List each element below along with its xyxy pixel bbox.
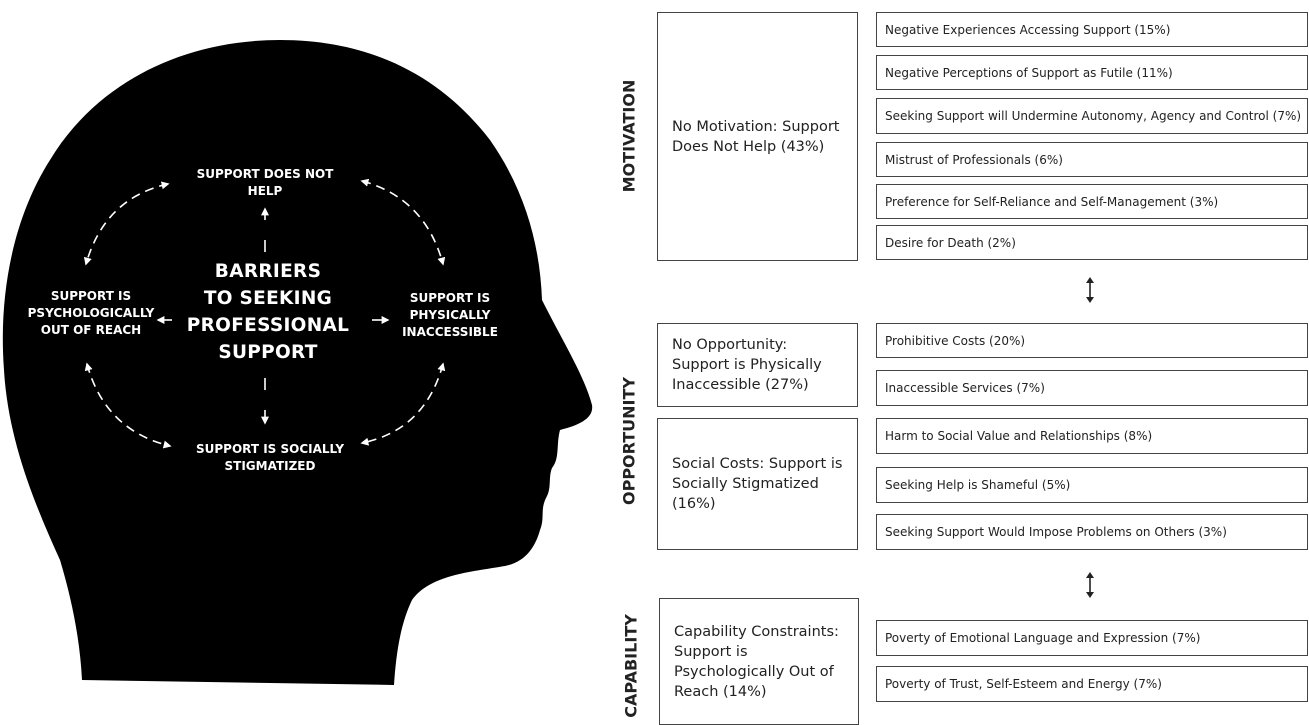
- arc-top-left: [83, 181, 170, 266]
- item-impose-problems: Seeking Support Would Impose Problems on…: [876, 514, 1308, 550]
- item-prohibitive-costs: Prohibitive Costs (20%): [876, 323, 1308, 358]
- item-negative-perceptions: Negative Perceptions of Support as Futil…: [876, 55, 1308, 90]
- item-negative-experiences: Negative Experiences Accessing Support (…: [876, 12, 1308, 47]
- center-title: BARRIERS TO SEEKING PROFESSIONAL SUPPORT: [186, 261, 350, 363]
- category-no-opportunity: No Opportunity: Support is Physically In…: [657, 323, 858, 407]
- arc-bottom-left: [84, 362, 172, 449]
- category-social-costs: Social Costs: Support is Socially Stigma…: [657, 418, 858, 550]
- category-no-motivation: No Motivation: Support Does Not Help (43…: [657, 12, 858, 261]
- section-label-motivation: MOTIVATION: [619, 79, 639, 193]
- arc-bottom-right: [360, 362, 446, 446]
- label-socially-stigmatized: SUPPORT IS SOCIALLY STIGMATIZED: [195, 442, 345, 473]
- label-psychologically-out-of-reach: SUPPORT IS PSYCHOLOGICALLY OUT OF REACH: [27, 289, 155, 337]
- head-silhouette: [2, 40, 593, 685]
- item-help-shameful: Seeking Help is Shameful (5%): [876, 467, 1308, 503]
- category-capability-constraints: Capability Constraints: Support is Psych…: [659, 598, 859, 725]
- item-harm-social-value: Harm to Social Value and Relationships (…: [876, 418, 1308, 454]
- item-trust-self-esteem: Poverty of Trust, Self-Esteem and Energy…: [876, 666, 1308, 702]
- label-physically-inaccessible: SUPPORT IS PHYSICALLY INACCESSIBLE: [402, 291, 498, 339]
- item-self-reliance: Preference for Self-Reliance and Self-Ma…: [876, 184, 1308, 219]
- item-mistrust-professionals: Mistrust of Professionals (6%): [876, 142, 1308, 177]
- arc-top-right: [360, 178, 446, 266]
- section-label-capability: CAPABILITY: [621, 614, 641, 718]
- section-label-opportunity: OPPORTUNITY: [619, 376, 639, 506]
- item-undermine-autonomy: Seeking Support will Undermine Autonomy,…: [876, 98, 1308, 134]
- item-inaccessible-services: Inaccessible Services (7%): [876, 370, 1308, 406]
- item-emotional-language: Poverty of Emotional Language and Expres…: [876, 620, 1308, 656]
- double-arrow-motivation-opportunity: [1086, 277, 1094, 303]
- item-desire-for-death: Desire for Death (2%): [876, 225, 1308, 260]
- double-arrow-opportunity-capability: [1086, 572, 1094, 598]
- label-support-does-not-help: SUPPORT DOES NOT HELP: [196, 167, 334, 198]
